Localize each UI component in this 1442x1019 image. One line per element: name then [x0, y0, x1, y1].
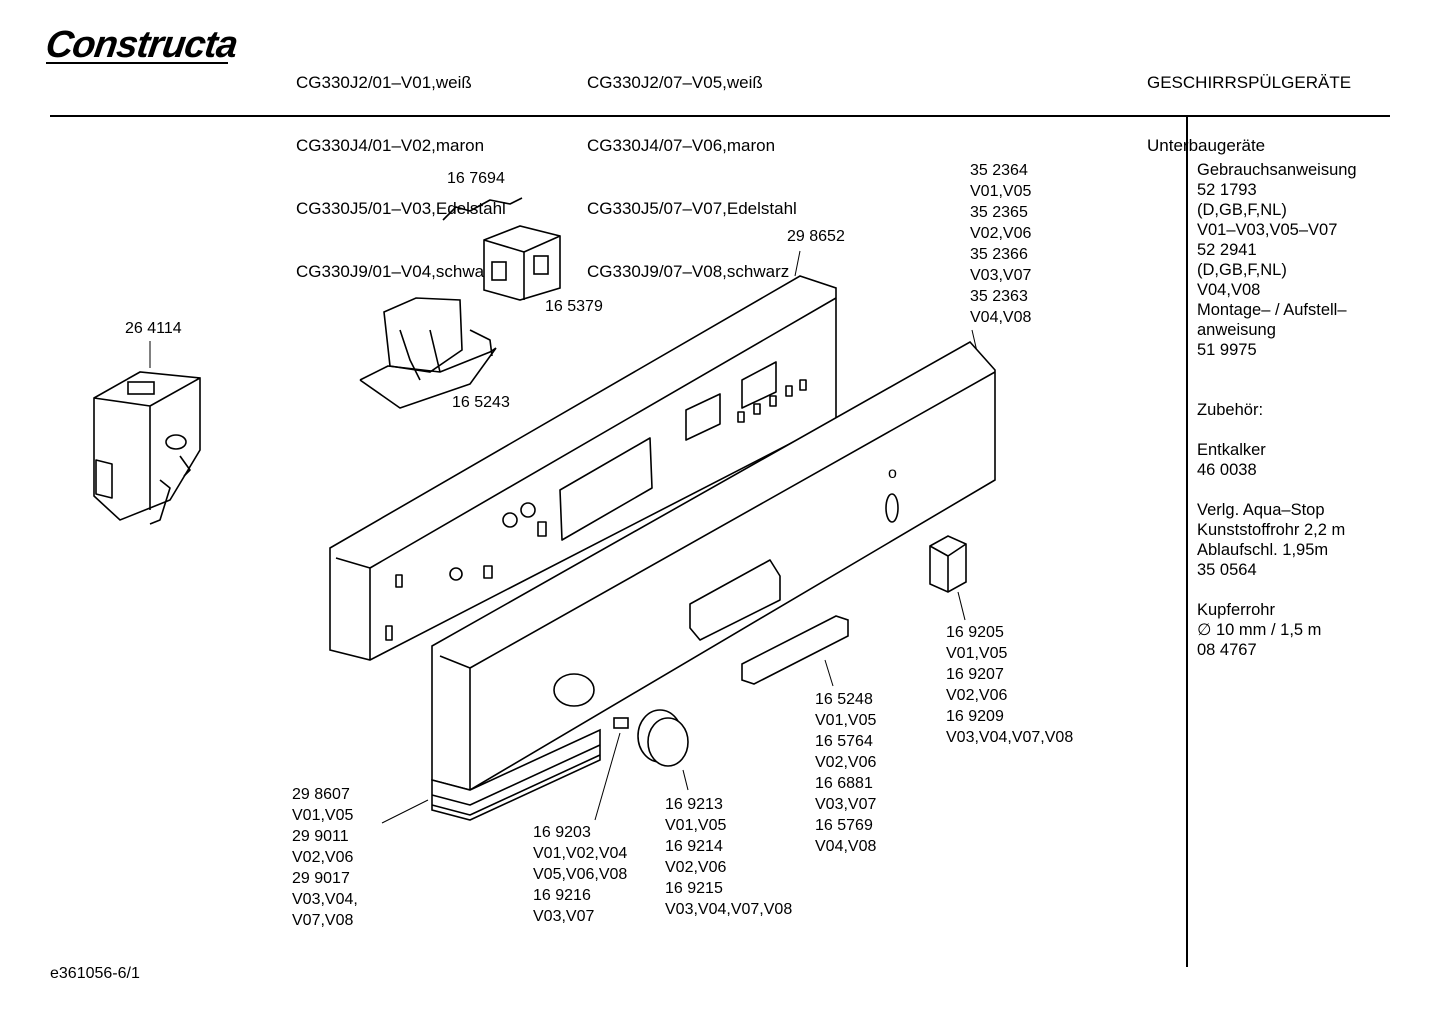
- sidebar-line: ∅ 10 mm / 1,5 m: [1197, 621, 1322, 639]
- sidebar-line: Montage– / Aufstell–: [1197, 301, 1347, 319]
- leader-169213: [682, 769, 689, 791]
- models-column-1: CG330J2/01–V01,weiß CG330J4/01–V02,maron…: [296, 30, 506, 303]
- part-number-165243: 16 5243: [452, 394, 510, 411]
- sidebar-line: Gebrauchsanweisung: [1197, 161, 1357, 179]
- sidebar-line: anweisung: [1197, 321, 1276, 339]
- document-id: e361056-6/1: [50, 965, 140, 982]
- part-number-165248-group: 16 5248 V01,V05 16 5764 V02,V06 16 6881 …: [815, 691, 877, 855]
- model-line: CG330J4/01–V02,maron: [296, 136, 485, 155]
- push-button-part: [929, 535, 967, 593]
- sidebar-line: Zubehör:: [1197, 401, 1264, 419]
- leader-lines: [149, 250, 979, 824]
- indicator-symbol: o: [888, 465, 897, 482]
- part-number-169203-group: 16 9203 V01,V02,V04 V05,V06,V08 16 9216 …: [533, 824, 628, 925]
- sidebar-line: [1197, 380, 1357, 400]
- logo-underline: [46, 62, 228, 64]
- sidebar-line: 52 2941: [1197, 241, 1257, 259]
- part-number-165379: 16 5379: [545, 298, 603, 315]
- sidebar-line: Entkalker: [1197, 441, 1266, 459]
- part-number-298652: 29 8652: [787, 228, 845, 245]
- part-number-298607-group: 29 8607 V01,V05 29 9011 V02,V06 29 9017 …: [292, 786, 358, 929]
- sidebar-line: [1197, 420, 1357, 440]
- cover-strip-part: [741, 615, 849, 685]
- model-line: CG330J2/07–V05,weiß: [587, 73, 763, 92]
- part-number-169213-group: 16 9213 V01,V05 16 9214 V02,V06 16 9215 …: [665, 796, 793, 918]
- sidebar-line: 46 0038: [1197, 461, 1257, 479]
- header-divider: [50, 115, 1390, 117]
- part-number-264114: 26 4114: [125, 320, 182, 337]
- sidebar-line: [1197, 360, 1357, 380]
- sidebar-line: (D,GB,F,NL): [1197, 261, 1287, 279]
- model-line: CG330J4/07–V06,maron: [587, 136, 776, 155]
- leader-298607: [381, 799, 429, 824]
- sidebar-line: Kunststoffrohr 2,2 m: [1197, 521, 1346, 539]
- leader-165248: [824, 659, 834, 687]
- sidebar-divider: [1186, 117, 1188, 967]
- sidebar-line: [1197, 580, 1357, 600]
- holder-bracket-part: [359, 297, 497, 409]
- switch-block-part: [483, 225, 561, 301]
- trim-strips-part: [431, 728, 601, 821]
- control-unit-part: [93, 371, 201, 525]
- model-line: CG330J5/07–V07,Edelstahl: [587, 199, 797, 218]
- sidebar-line: 35 0564: [1197, 561, 1257, 579]
- accessories-sidebar: Gebrauchsanweisung 52 1793 (D,GB,F,NL) V…: [1197, 160, 1357, 660]
- category-block: GESCHIRRSPÜLGERÄTE Unterbaugeräte: [1147, 30, 1351, 177]
- sidebar-line: Kupferrohr: [1197, 601, 1275, 619]
- leader-169203: [594, 732, 621, 821]
- part-number-169205-group: 16 9205 V01,V05 16 9207 V02,V06 16 9209 …: [946, 624, 1074, 746]
- program-dial-opening: [553, 673, 595, 707]
- knob-part: [637, 709, 689, 767]
- sidebar-line: [1197, 480, 1357, 500]
- sidebar-line: Ablaufschl. 1,95m: [1197, 541, 1329, 559]
- spring-wire-part: [442, 197, 523, 221]
- sidebar-line: 08 4767: [1197, 641, 1257, 659]
- spindle-part: [613, 717, 629, 729]
- model-line: CG330J5/01–V03,Edelstahl: [296, 199, 506, 218]
- sidebar-line: 52 1793: [1197, 181, 1257, 199]
- category-subtitle: Unterbaugeräte: [1147, 136, 1266, 155]
- models-column-2: CG330J2/07–V05,weiß CG330J4/07–V06,maron…: [587, 30, 797, 303]
- leader-169205: [957, 591, 966, 621]
- part-number-167694: 16 7694: [447, 170, 505, 187]
- sidebar-line: 51 9975: [1197, 341, 1257, 359]
- sidebar-line: (D,GB,F,NL): [1197, 201, 1287, 219]
- sidebar-line: V04,V08: [1197, 281, 1261, 299]
- door-handle-recess: [689, 559, 781, 641]
- model-line: CG330J9/07–V08,schwarz: [587, 262, 790, 281]
- sidebar-line: V01–V03,V05–V07: [1197, 221, 1338, 239]
- leader-298652: [794, 250, 801, 277]
- category-title: GESCHIRRSPÜLGERÄTE: [1147, 73, 1352, 92]
- model-line: CG330J9/01–V04,schwarz: [296, 262, 499, 281]
- part-number-352364-group: 35 2364 V01,V05 35 2365 V02,V06 35 2366 …: [970, 162, 1032, 326]
- model-line: CG330J2/01–V01,weiß: [296, 73, 472, 92]
- sidebar-line: Verlg. Aqua–Stop: [1197, 501, 1325, 519]
